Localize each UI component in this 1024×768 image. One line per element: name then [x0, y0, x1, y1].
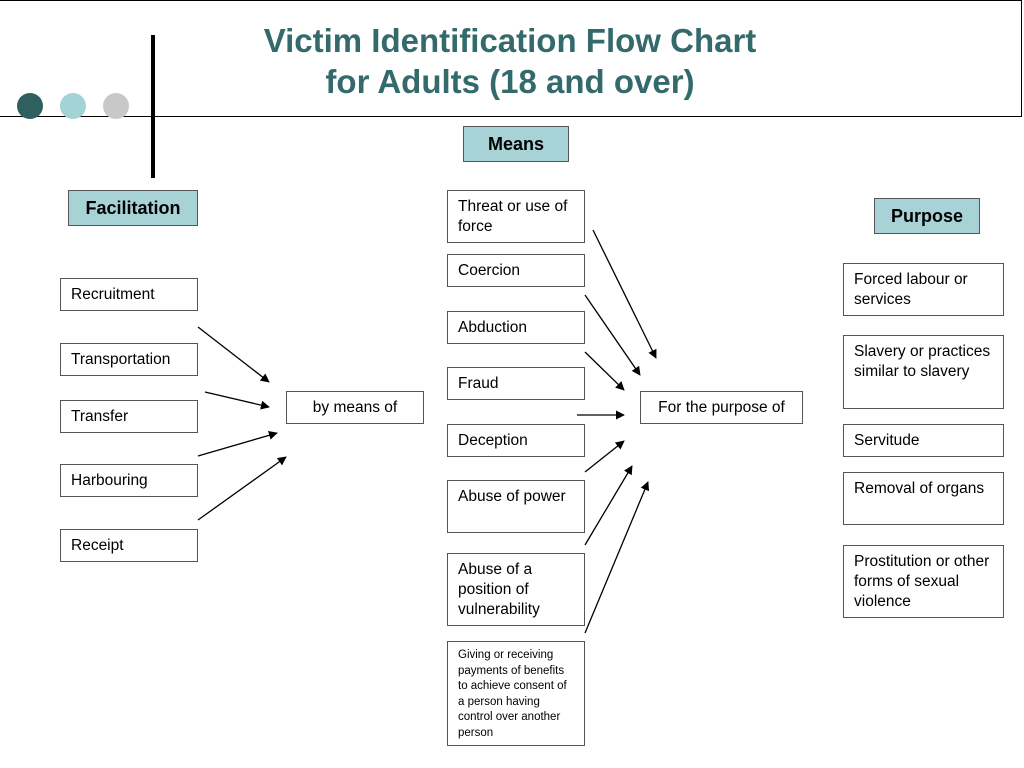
header-frame: [0, 0, 1022, 117]
arrow-transportation: [204, 391, 270, 410]
arrow-vulnerability: [584, 481, 650, 634]
by-means-of-box: by means of: [286, 391, 424, 424]
facilitation-item-receipt: Receipt: [60, 529, 198, 562]
vertical-divider: [151, 35, 155, 178]
purpose-item-prostitution: Prostitution or other forms of sexual vi…: [843, 545, 1004, 618]
means-item-abduction: Abduction: [447, 311, 585, 344]
arrow-harbouring: [197, 456, 287, 521]
means-header: Means: [463, 126, 569, 162]
facilitation-header: Facilitation: [68, 190, 198, 226]
title-line-1: Victim Identification Flow Chart: [263, 22, 757, 59]
for-the-purpose-of-box: For the purpose of: [640, 391, 803, 424]
purpose-item-servitude: Servitude: [843, 424, 1004, 457]
decorative-dot-grey: [103, 93, 129, 119]
means-item-abuse-of-power: Abuse of power: [447, 480, 585, 533]
arrow-abduction: [584, 351, 625, 391]
decorative-dot-teal: [60, 93, 86, 119]
purpose-header: Purpose: [874, 198, 980, 234]
purpose-item-slavery: Slavery or practices similar to slavery: [843, 335, 1004, 409]
page-title: Victim Identification Flow Chart for Adu…: [200, 20, 820, 102]
decorative-dot-dark: [17, 93, 43, 119]
facilitation-item-recruitment: Recruitment: [60, 278, 198, 311]
arrow-recruitment: [197, 326, 270, 383]
means-item-abuse-of-vulnerability: Abuse of a position of vulnerability: [447, 553, 585, 626]
means-item-deception: Deception: [447, 424, 585, 457]
means-item-coercion: Coercion: [447, 254, 585, 287]
means-item-payments: Giving or receiving payments of benefits…: [447, 641, 585, 746]
arrow-threat: [592, 229, 657, 359]
arrow-coercion: [584, 294, 641, 376]
arrow-abuse-of-power: [584, 465, 633, 546]
arrow-deception: [584, 440, 625, 473]
means-item-fraud: Fraud: [447, 367, 585, 400]
facilitation-item-transfer: Transfer: [60, 400, 198, 433]
means-item-threat: Threat or use of force: [447, 190, 585, 243]
facilitation-item-harbouring: Harbouring: [60, 464, 198, 497]
title-line-2: for Adults (18 and over): [325, 63, 695, 100]
facilitation-item-transportation: Transportation: [60, 343, 198, 376]
purpose-item-removal-of-organs: Removal of organs: [843, 472, 1004, 525]
arrow-transfer: [197, 430, 278, 457]
purpose-item-forced-labour: Forced labour or services: [843, 263, 1004, 316]
